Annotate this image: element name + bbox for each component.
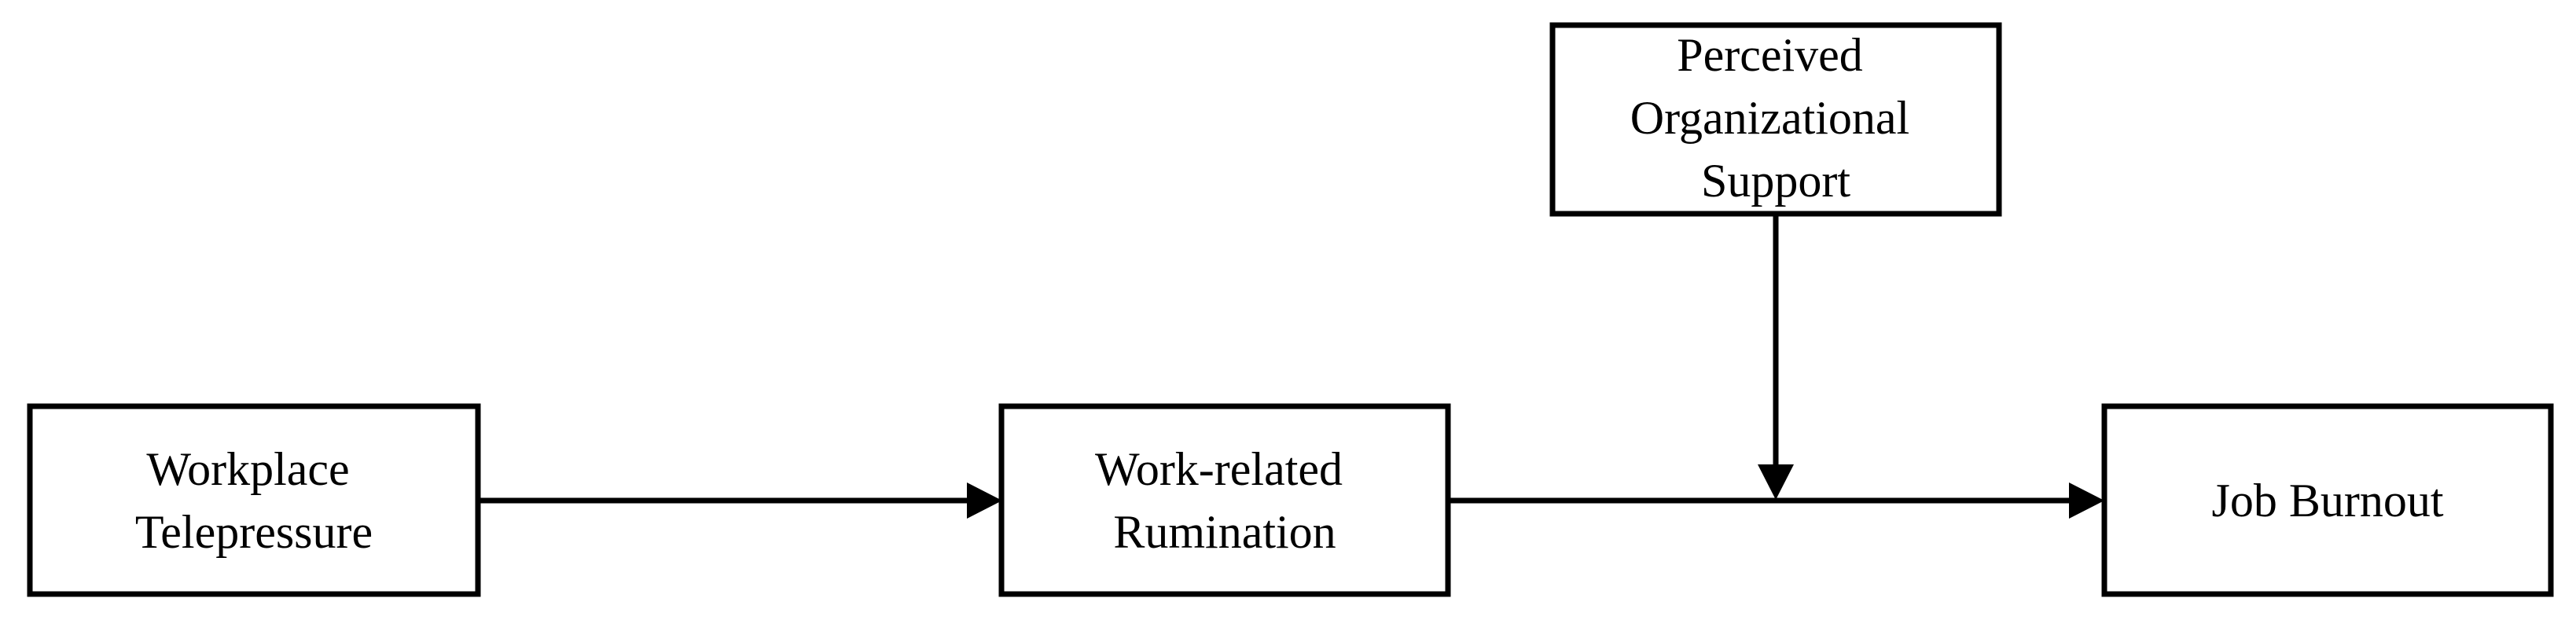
- node-label-line: Work-related: [1095, 443, 1343, 495]
- node-label-line: Perceived: [1677, 29, 1863, 81]
- node-label-line: Support: [1701, 155, 1850, 207]
- node-box: [1549, 22, 2002, 217]
- node-work-related-rumination: Work-related Rumination: [998, 403, 1451, 597]
- node-workplace-telepressure: Workplace Telepressure: [27, 403, 481, 597]
- edge-telepressure-to-rumination: [478, 482, 1002, 519]
- node-job-burnout: Job Burnout: [2101, 403, 2554, 597]
- node-box: [2101, 403, 2554, 597]
- node-label: Job Burnout: [2211, 475, 2443, 526]
- arrow-head-icon: [2069, 482, 2104, 519]
- edge-support-moderation: [1758, 214, 1794, 500]
- arrow-head-icon: [967, 482, 1002, 519]
- node-box: [998, 403, 1451, 597]
- node-perceived-organizational-support: Perceived Organizational Support: [1549, 22, 2002, 217]
- edge-rumination-to-burnout: [1448, 482, 2104, 519]
- node-label-line: Organizational: [1630, 92, 1909, 144]
- arrow-head-icon: [1758, 464, 1794, 500]
- node-label-line: Job Burnout: [2211, 475, 2443, 526]
- node-box: [27, 403, 481, 597]
- node-label: Work-related Rumination: [1095, 443, 1354, 558]
- node-label: Workplace Telepressure: [135, 443, 373, 558]
- node-label-line: Rumination: [1113, 506, 1336, 558]
- node-label-line: Telepressure: [135, 506, 373, 558]
- node-label-line: Workplace: [146, 443, 349, 495]
- node-label: Perceived Organizational Support: [1630, 29, 1921, 207]
